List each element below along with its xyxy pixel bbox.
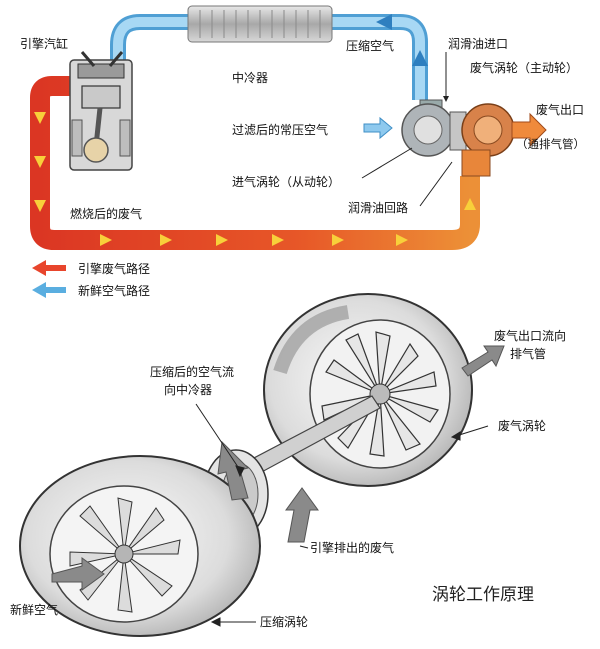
compressed-air-label: 压缩空气 [346,38,394,53]
intercooler-label: 中冷器 [232,70,268,85]
leader-line [419,161,453,207]
leader-line [361,147,413,179]
arrow-icon [412,50,428,66]
exhaust-path [30,76,480,250]
filtered-air-arrow-icon [363,116,393,140]
to-intercooler-label: 向中冷器 [164,382,212,397]
compressor-wheel [69,497,181,613]
exhaust-turbine-driving-label: 废气涡轮（主动轮） [470,60,578,75]
exhaust-turbine-housing [263,293,473,487]
turbocharger-top [363,52,547,177]
exhaust-outlet-label: 废气出口 [536,102,584,117]
exhaust-outlet-arrow-icon [511,112,547,148]
legend-label: 引擎废气路径 [78,261,150,276]
exhaust-turbine-label: 废气涡轮 [498,418,546,433]
exhaust-outflow-arrow-icon [461,345,505,377]
intake-turbine-driven-label: 进气涡轮（从动轮） [232,174,340,189]
fresh-air-path [110,13,428,100]
arrow-icon [376,14,392,30]
engine-cylinder [69,51,133,171]
to-exhaust-pipe-label: （通排气管） [516,137,585,151]
legend: 引擎废气路径 新鲜空气路径 [32,260,150,298]
engine-exhaust-label: 引擎排出的废气 [310,540,394,555]
fresh-air-inflow-arrow-icon [51,557,105,591]
intercooler [187,5,333,43]
leader-lines [195,403,489,627]
diagram-title: 涡轮工作原理 [432,585,534,605]
exhaust-arrow-icon [32,260,66,276]
compressor-housing [19,455,261,637]
filtered-air-label: 过滤后的常压空气 [232,122,328,137]
legend-item-exhaust: 引擎废气路径 [32,260,150,276]
fresh-air-label: 新鲜空气 [10,602,58,617]
compressor-wheel-label: 压缩涡轮 [260,614,308,629]
flow-arrows [51,345,505,591]
burned-exhaust-label: 燃烧后的废气 [70,206,142,221]
compressed-air-outflow-arrow-icon [217,440,249,501]
legend-item-fresh-air: 新鲜空气路径 [32,282,150,298]
lube-oil-inlet-label: 润滑油进口 [448,37,508,51]
top-diagram: 引擎汽缸 中冷器 压缩空气 润滑油进口 废气涡轮（主动轮） 废气出口 （通排气管… [20,5,585,298]
compressed-air-flow-label: 压缩后的空气流 [150,364,234,379]
fresh-air-arrow-icon [32,282,66,298]
exhaust-inflow-arrow-icon [285,487,319,543]
bottom-diagram: 废气出口流向 排气管 压缩后的空气流 向中冷器 废气涡轮 引擎排出的废气 新鲜空… [10,293,566,637]
exhaust-outlet-flow-label: 废气出口流向 [494,328,566,343]
exhaust-pipe-label: 排气管 [510,346,546,361]
legend-label: 新鲜空气路径 [78,283,150,298]
engine-cylinder-label: 引擎汽缸 [20,36,68,51]
lube-oil-return-label: 润滑油回路 [348,200,408,215]
